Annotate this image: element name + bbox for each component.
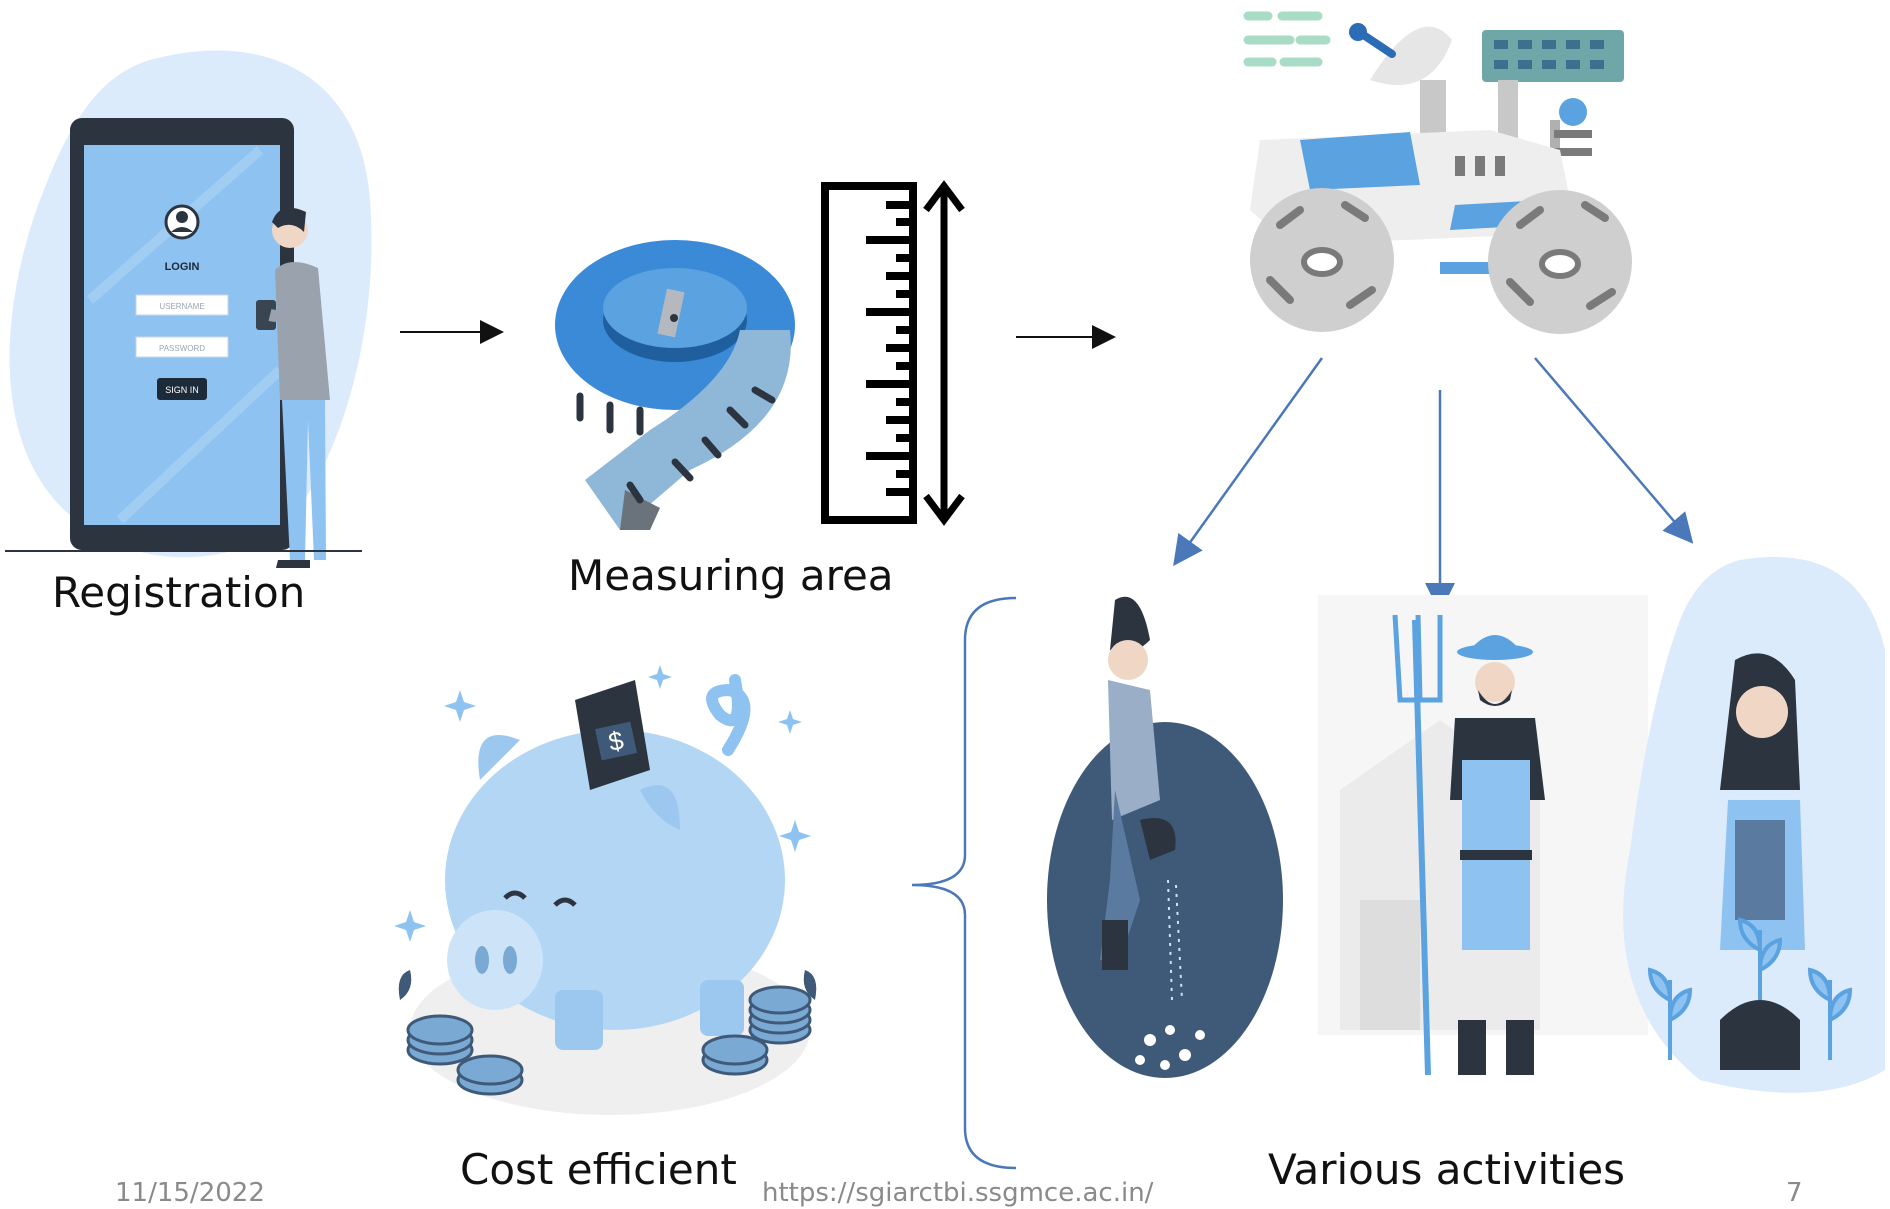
pig-tail	[706, 674, 751, 756]
rover-wheel-left	[1250, 188, 1394, 332]
password-field	[135, 336, 229, 358]
password-placeholder: PASSWORD	[159, 344, 205, 353]
flower-cluster-icon	[1135, 1025, 1205, 1070]
footer-date: 11/15/2022	[115, 1178, 265, 1208]
solar-panel	[1482, 30, 1624, 82]
rover-illustration	[1243, 11, 1632, 334]
satellite-dish	[1370, 26, 1452, 85]
pitchfork-handle	[1412, 619, 1431, 1076]
signal-dash-lines	[1243, 11, 1331, 67]
login-title: LOGIN	[165, 261, 200, 273]
piggy-bank-illustration: $	[394, 665, 817, 1115]
rover-wheel-right	[1488, 190, 1632, 334]
caption-cost-efficient: Cost efficient	[460, 1145, 737, 1194]
signin-button	[157, 378, 207, 400]
footer-url[interactable]: https://sgiarctbi.ssgmce.ac.in/	[762, 1178, 1154, 1208]
username-placeholder: USERNAME	[159, 302, 204, 311]
caption-various-activities: Various activities	[1268, 1145, 1626, 1194]
username-field	[135, 294, 229, 316]
gardener-watering-illustration	[1047, 596, 1283, 1078]
caption-registration: Registration	[52, 568, 306, 617]
coin-stack-icon	[406, 985, 812, 1096]
planter-illustration	[1623, 556, 1885, 1093]
ruler-icon	[821, 180, 965, 526]
arrow-rover-to-gardener	[1173, 357, 1324, 567]
seedling-icons	[1647, 917, 1853, 1060]
caption-measuring-area: Measuring area	[568, 551, 894, 600]
footer-page-number: 7	[1786, 1178, 1803, 1208]
arrow-rover-to-planter	[1534, 357, 1694, 544]
person-with-phone-icon	[256, 207, 330, 568]
sparkle-icons	[394, 665, 811, 942]
measuring-tape-icon	[555, 240, 795, 530]
registration-illustration: LOGIN USERNAME PASSWORD SIGN IN	[5, 50, 372, 568]
measuring-illustration	[555, 180, 965, 530]
farmer-illustration	[1318, 595, 1648, 1076]
note-dollar-sign: $	[606, 725, 627, 757]
pig-snout	[447, 910, 543, 1010]
signin-label: SIGN IN	[165, 385, 199, 395]
dollar-note-icon: $	[575, 680, 650, 790]
grouping-brace	[911, 596, 1017, 1170]
leaf-sprigs	[398, 970, 817, 1000]
